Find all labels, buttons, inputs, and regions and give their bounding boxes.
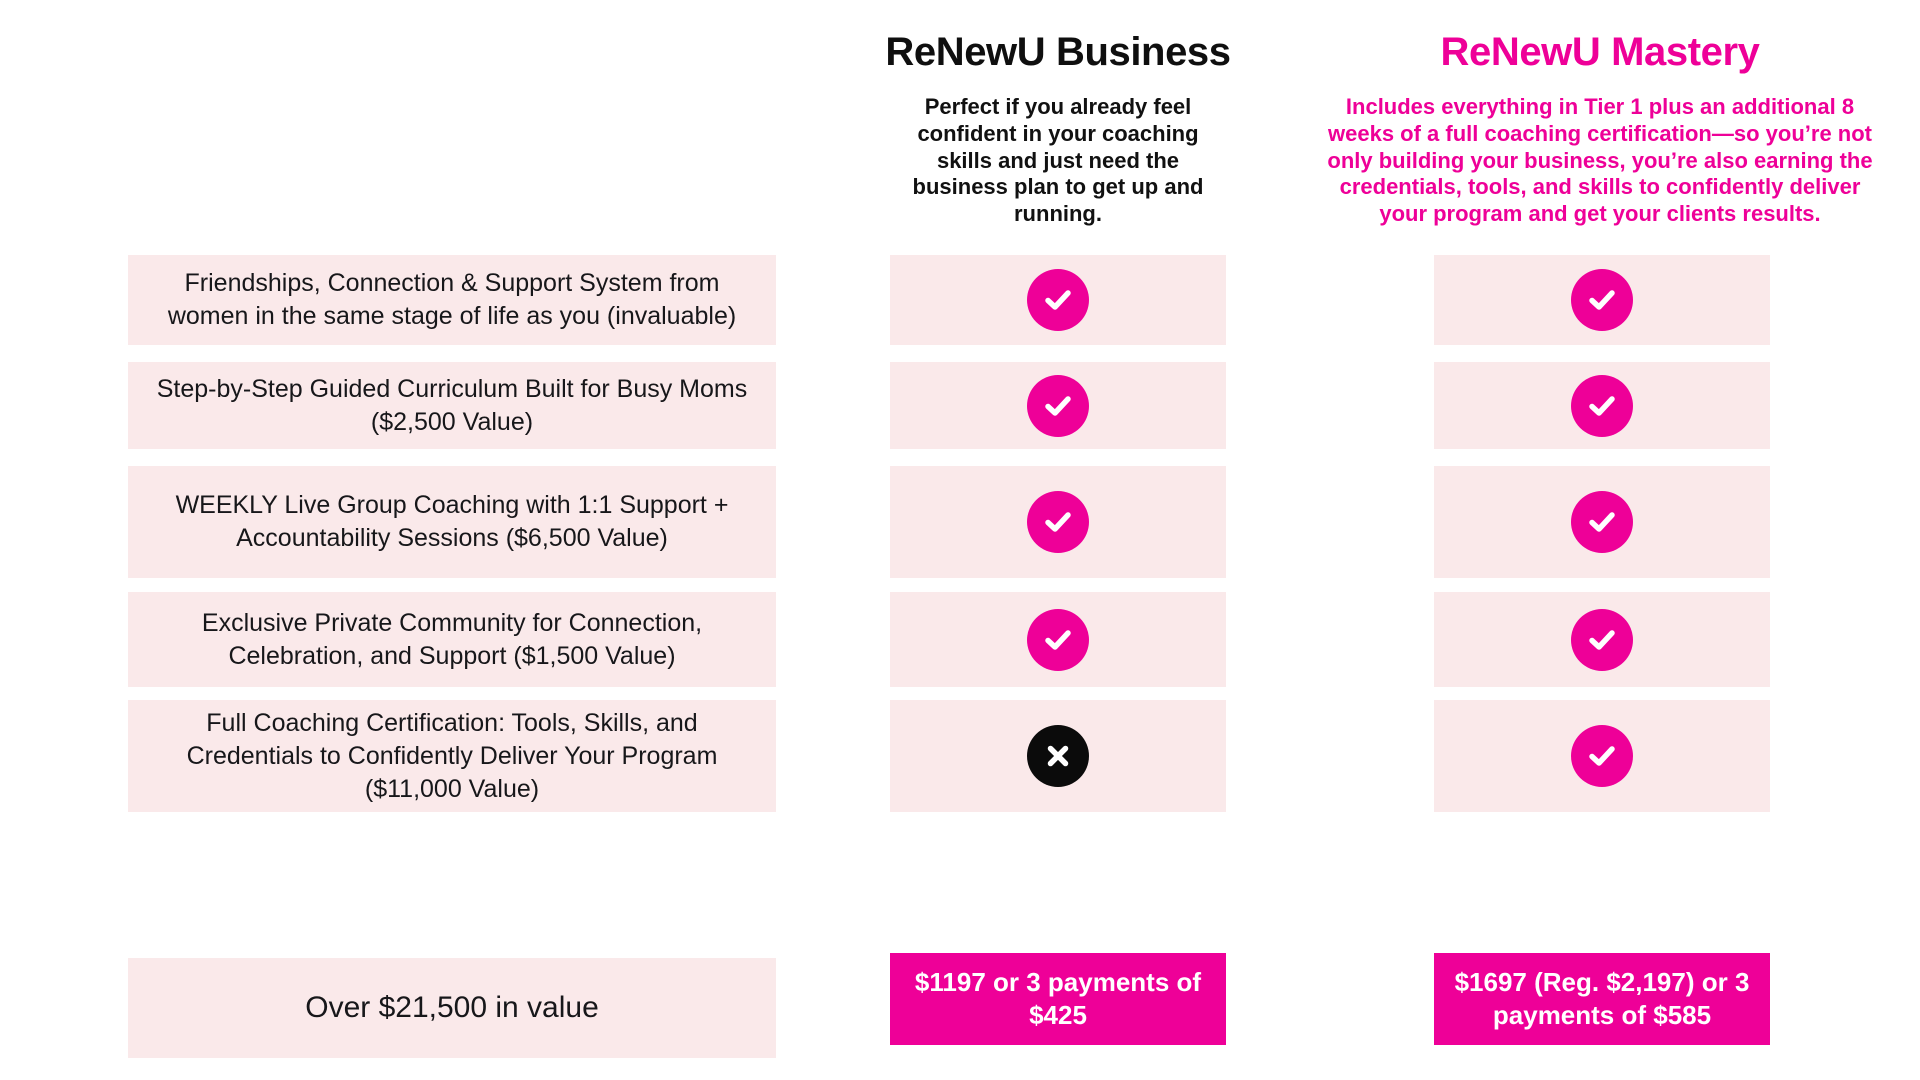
- tier1-cell-row-4: [890, 592, 1226, 687]
- feature-label-row-2: Step-by-Step Guided Curriculum Built for…: [128, 362, 776, 449]
- tier1-header: ReNewU Business Perfect if you already f…: [850, 30, 1266, 228]
- tier2-cell-row-4: [1434, 592, 1770, 687]
- tier2-description: Includes everything in Tier 1 plus an ad…: [1327, 94, 1873, 227]
- check-circle-icon: [1027, 491, 1089, 553]
- feature-label-row-4: Exclusive Private Community for Connecti…: [128, 592, 776, 687]
- tier1-title: ReNewU Business: [885, 30, 1231, 74]
- check-circle-icon: [1571, 725, 1633, 787]
- tier1-cell-row-3: [890, 466, 1226, 578]
- feature-label-row-3: WEEKLY Live Group Coaching with 1:1 Supp…: [128, 466, 776, 578]
- tier1-cell-row-5: [890, 700, 1226, 812]
- tier1-cell-row-2: [890, 362, 1226, 449]
- check-circle-icon: [1571, 491, 1633, 553]
- tier2-header: ReNewU Mastery Includes everything in Ti…: [1300, 30, 1900, 228]
- check-circle-icon: [1027, 608, 1089, 671]
- tier2-cell-row-2: [1434, 362, 1770, 449]
- tier2-price-button[interactable]: $1697 (Reg. $2,197) or 3 payments of $58…: [1434, 953, 1770, 1045]
- check-circle-icon: [1571, 374, 1633, 437]
- feature-label-row-5: Full Coaching Certification: Tools, Skil…: [128, 700, 776, 812]
- tier2-cell-row-5: [1434, 700, 1770, 812]
- tier2-title: ReNewU Mastery: [1440, 30, 1760, 74]
- tier1-description: Perfect if you already feel confident in…: [912, 94, 1204, 227]
- check-circle-icon: [1027, 269, 1089, 331]
- tier1-cell-row-1: [890, 255, 1226, 345]
- feature-label-row-1: Friendships, Connection & Support System…: [128, 255, 776, 345]
- tier1-price-button[interactable]: $1197 or 3 payments of $425: [890, 953, 1226, 1045]
- total-value-label: Over $21,500 in value: [128, 958, 776, 1058]
- check-circle-icon: [1571, 608, 1633, 671]
- x-circle-icon: [1027, 725, 1089, 787]
- check-circle-icon: [1571, 269, 1633, 331]
- check-circle-icon: [1027, 374, 1089, 437]
- tier2-cell-row-3: [1434, 466, 1770, 578]
- tier2-cell-row-1: [1434, 255, 1770, 345]
